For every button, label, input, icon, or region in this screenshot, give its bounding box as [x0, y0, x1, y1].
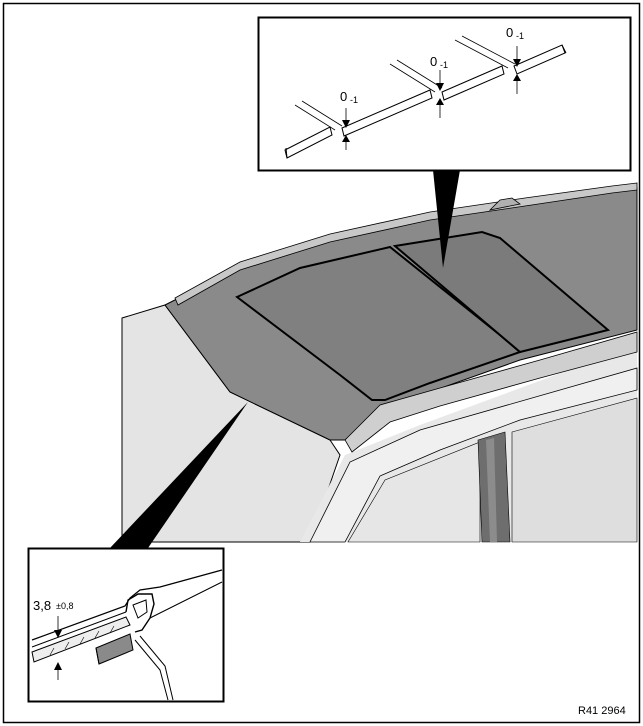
top-detail-pointer [433, 170, 460, 268]
channel-profile [125, 593, 155, 633]
dimension-arrow-2 [436, 70, 444, 118]
door-window-frame [309, 367, 638, 543]
dimension-label-2-value: 0 [430, 54, 437, 69]
dimension-label-3-tolerance: -1 [516, 31, 524, 41]
seal-segment-3 [441, 65, 505, 101]
dimension-label-3-value: 0 [506, 25, 513, 40]
side-rail [344, 331, 638, 453]
seal-segment-4 [513, 44, 566, 75]
dimension-label-1-tolerance: -1 [350, 95, 358, 105]
b-pillar-highlight [486, 438, 497, 542]
roof-rail-mount [488, 197, 521, 211]
sunroof-front-panel [235, 245, 522, 401]
top-detail-box: 0 -1 0 -1 0 -1 [257, 16, 632, 172]
dimension-arrow-1 [342, 108, 350, 150]
seal-segment-2 [341, 89, 433, 137]
dimension-label-1-value: 0 [340, 89, 347, 104]
seal-band [31, 616, 131, 663]
bottom-detail-box: 3,8 ±0,8 [27, 547, 225, 703]
bottom-detail-pointer [110, 402, 248, 548]
dimension-arrow-bottom [54, 616, 62, 680]
dimension-label-2-tolerance: -1 [440, 60, 448, 70]
roof-skin-profile [31, 569, 223, 641]
sunroof-rear-panel [392, 230, 611, 354]
bottom-dimension-tolerance: ±0,8 [56, 601, 73, 611]
rear-window-glass [511, 397, 638, 543]
reference-code: R41 2964 [578, 705, 626, 717]
bottom-dimension-value: 3,8 [33, 598, 51, 613]
car-roof-illustration [121, 182, 638, 543]
dimension-arrow-3 [513, 46, 521, 94]
roof-rail [174, 182, 638, 306]
